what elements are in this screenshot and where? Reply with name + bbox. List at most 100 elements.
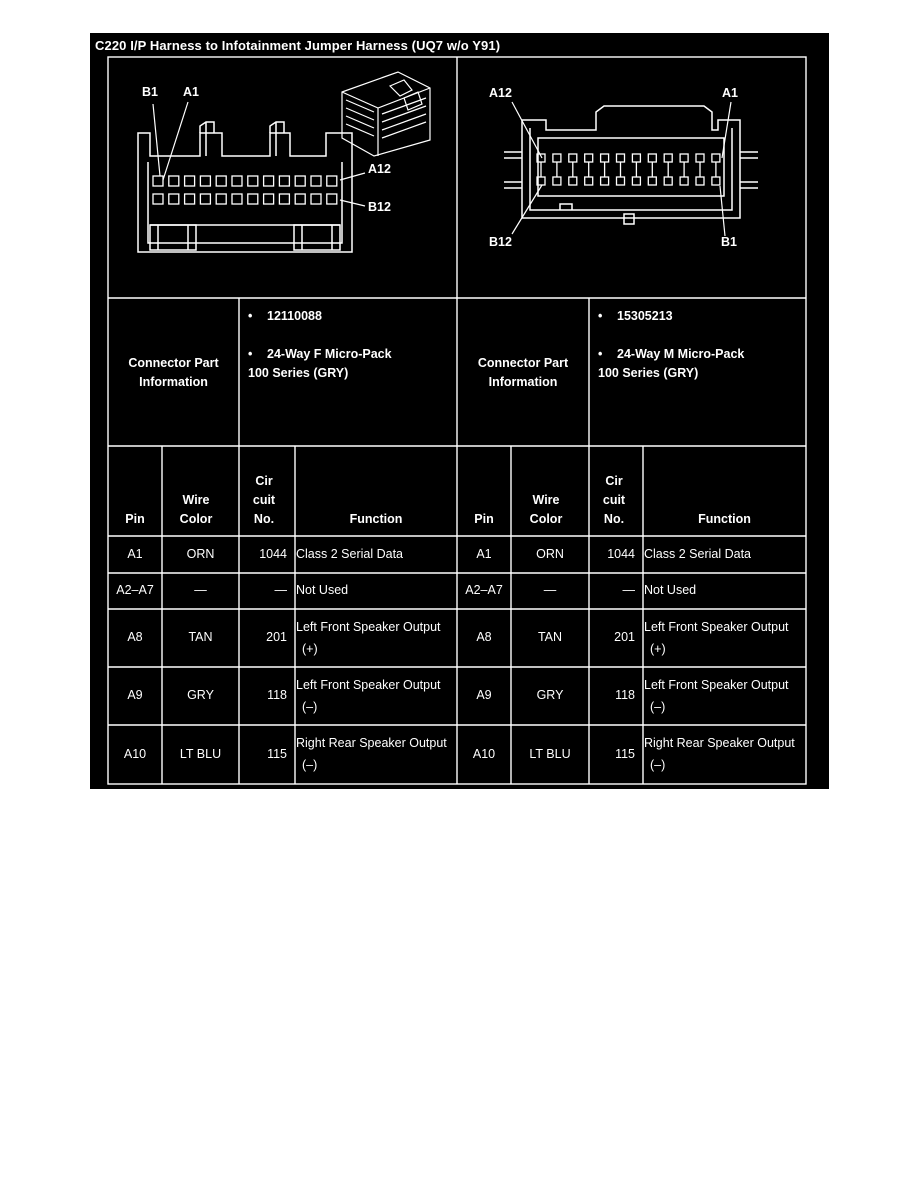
pin-right: A2–A7 [465, 583, 503, 597]
connector-pin [168, 175, 180, 187]
male-connector-drawing [504, 101, 758, 237]
function-left: Left Front Speaker Output(+) [296, 620, 441, 656]
bullet-1-left: • [248, 309, 253, 323]
connector-pin [294, 175, 306, 187]
function-right: Right Rear Speaker Output(–) [644, 736, 795, 772]
connector-pin [615, 153, 626, 163]
function-right: Left Front Speaker Output(+) [644, 620, 789, 656]
connector-pin [310, 175, 322, 187]
series-left: 100 Series (GRY) [248, 366, 349, 380]
circuit-left: 118 [267, 688, 287, 702]
label-b1-left: B1 [142, 85, 158, 99]
connector-pin [262, 175, 275, 187]
connector-pin [278, 175, 291, 187]
description-right: 24-Way M Micro-Pack [617, 347, 745, 361]
connector-pin [183, 175, 196, 187]
circuit-right: 1044 [607, 546, 635, 561]
connector-pin [262, 193, 275, 205]
header-pin-left: Pin [125, 512, 145, 526]
function-left: Class 2 Serial Data [296, 546, 403, 561]
circuit-left: — [274, 583, 288, 597]
wire-color-left: LT BLU [179, 746, 222, 761]
pin-right: A8 [476, 630, 492, 644]
connector-pin [199, 175, 212, 187]
circuit-left: 201 [266, 630, 287, 644]
connector-pin [247, 193, 259, 205]
connector-pin [695, 176, 705, 186]
part-number-right: 15305213 [617, 309, 673, 323]
connector-pin [552, 176, 562, 186]
bullet-1-right: • [598, 309, 603, 323]
function-right: Class 2 Serial Data [644, 546, 751, 561]
connector-pin [584, 153, 594, 163]
connector-pin [152, 193, 164, 205]
pin-left: A2–A7 [116, 583, 154, 597]
connector-pin [568, 153, 578, 163]
connector-pin [647, 176, 657, 186]
wire-color-left: — [194, 583, 207, 597]
connector-info-label-left: Connector Part Information [128, 356, 219, 389]
label-a1-right: A1 [722, 86, 738, 100]
connector-pin [568, 176, 578, 186]
function-left: Right Rear Speaker Output(–) [296, 736, 447, 772]
label-b12-right: B12 [489, 235, 512, 249]
connector-pin [215, 175, 227, 187]
header-function-left: Function [349, 512, 403, 526]
wire-color-right: ORN [536, 546, 564, 561]
wire-color-right: GRY [536, 688, 564, 702]
label-a1-left: A1 [183, 85, 199, 99]
wire-color-right: TAN [537, 630, 563, 644]
connector-pin [679, 176, 689, 186]
connector-pin [326, 175, 338, 187]
wire-color-left: ORN [186, 546, 215, 561]
circuit-right: 201 [614, 630, 635, 644]
pin-left: A9 [127, 688, 143, 702]
wire-color-right: LT BLU [529, 746, 571, 761]
connector-pin [711, 176, 721, 186]
description-left: 24-Way F Micro-Pack [267, 347, 392, 361]
header-pin-right: Pin [474, 512, 494, 526]
connector-pin [168, 193, 180, 205]
label-a12-right: A12 [489, 86, 512, 100]
function-left: Left Front Speaker Output(–) [296, 678, 441, 714]
circuit-left: 1044 [259, 546, 287, 561]
connector-pin [679, 153, 689, 163]
connector-pin [199, 193, 212, 205]
connector-pin [231, 175, 243, 187]
wire-color-left: TAN [188, 630, 213, 644]
connector-pin [326, 193, 338, 205]
function-right: Not Used [644, 583, 697, 597]
function-right: Left Front Speaker Output(–) [644, 678, 789, 714]
label-b12-left: B12 [368, 200, 391, 214]
connector-pin [631, 176, 642, 186]
connector-pin [183, 193, 196, 205]
pin-left: A10 [123, 746, 147, 761]
connector-pin [310, 193, 322, 205]
part-number-left: 12110088 [267, 309, 322, 323]
connector-pin [247, 175, 259, 187]
female-connector-drawing [137, 71, 431, 253]
connector-pin [294, 193, 306, 205]
label-b1-right: B1 [721, 235, 737, 249]
connector-pin [663, 153, 673, 163]
connector-pin [552, 153, 562, 163]
pin-right: A10 [472, 746, 496, 761]
document-title: C220 I/P Harness to Infotainment Jumper … [95, 38, 501, 53]
circuit-right: — [622, 583, 636, 597]
function-left: Not Used [296, 583, 349, 597]
connector-pin [615, 176, 626, 186]
connector-pin [215, 193, 227, 205]
circuit-right: 115 [615, 746, 635, 761]
connector-pin [584, 176, 594, 186]
connector-pin [599, 176, 610, 186]
connector-pin [631, 153, 642, 163]
wire-color-right: — [543, 583, 557, 597]
connector-pin [599, 153, 610, 163]
circuit-right: 118 [615, 688, 635, 702]
connector-pin [152, 175, 164, 187]
